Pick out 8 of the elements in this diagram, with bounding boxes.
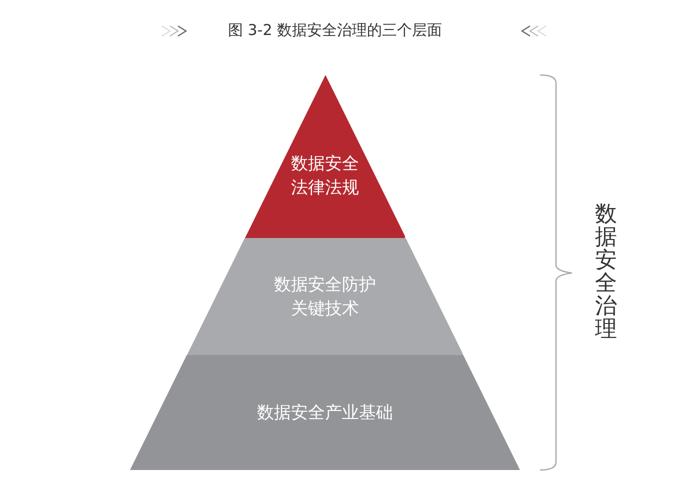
pyramid-bottom-band xyxy=(130,355,520,470)
vertical-label: 数据安全治理 xyxy=(594,203,618,341)
layer-label: 数据安全法律法规 xyxy=(290,153,360,200)
layer-label: 数据安全防护关键技术 xyxy=(272,274,377,320)
pyramid-middle-band xyxy=(186,238,464,355)
pyramid-top-band xyxy=(244,75,406,238)
figure-title: 图 3-2 数据安全治理的三个层面 xyxy=(228,20,442,41)
layer-label: 数据安全产业基础 xyxy=(256,402,394,424)
